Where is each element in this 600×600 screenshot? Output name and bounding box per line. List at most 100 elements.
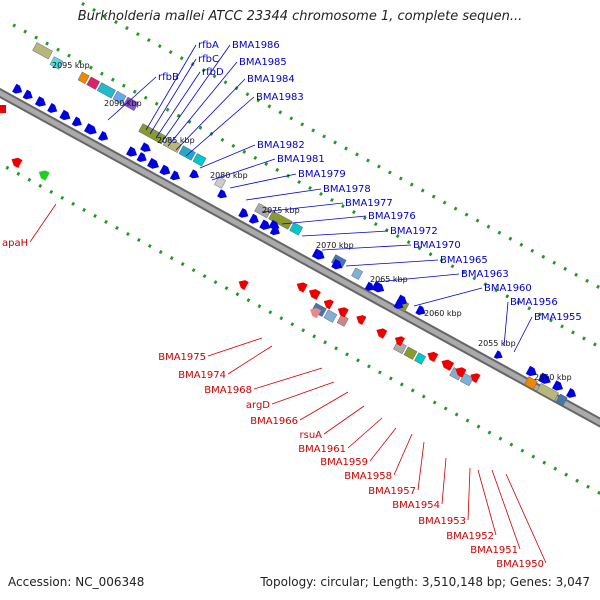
forward-gene-arrow (268, 219, 280, 230)
tick-mark (45, 41, 50, 46)
tick-mark (257, 304, 262, 309)
tick-mark (92, 8, 96, 13)
forward-gene-label: BMA1978 (323, 184, 371, 195)
kbp-tick-label: 2090 kbp (104, 99, 142, 108)
tick-mark (571, 330, 575, 335)
tick-mark (323, 340, 328, 345)
backbone (0, 87, 600, 428)
tick-mark (542, 460, 547, 465)
kbp-tick-label: 2095 kbp (52, 61, 90, 70)
reverse-gene-label: BMA1951 (470, 545, 518, 556)
reverse-gene-arrow (470, 373, 481, 384)
tick-mark (483, 282, 488, 287)
tick-mark (586, 484, 590, 489)
tick-mark (311, 128, 316, 133)
forward-label-leader (245, 188, 322, 201)
kbp-tick-label: 2075 kbp (262, 206, 300, 215)
topology-stats: Topology: circular; Length: 3,510,148 bp… (260, 575, 590, 589)
tick-mark (220, 137, 225, 142)
forward-label-leader (229, 173, 297, 189)
forward-gene-arrow (34, 96, 46, 107)
forward-gene-label: BMA1977 (345, 198, 393, 209)
reverse-gene-arrow (356, 315, 367, 325)
tick-mark (78, 59, 82, 64)
tick-mark (300, 122, 305, 127)
forward-label-leader (145, 44, 197, 131)
reverse-gene-arrow (441, 359, 455, 371)
tick-mark (56, 47, 60, 52)
reverse-gene-label: BMA1974 (178, 370, 226, 381)
forward-gene-arrow (311, 248, 325, 260)
kbp-tick-label: 2070 kbp (316, 241, 354, 250)
tick-mark (387, 170, 392, 175)
tick-mark (132, 89, 137, 94)
forward-gene-label: BMA1983 (256, 92, 304, 103)
tick-mark (121, 83, 126, 88)
tick-mark (450, 264, 455, 269)
tick-mark (420, 188, 425, 193)
tick-mark (267, 104, 272, 109)
reverse-label-leader (393, 433, 413, 476)
tick-mark (443, 406, 448, 411)
reverse-label-leader (441, 457, 447, 505)
forward-gene-arrow (371, 281, 385, 293)
reverse-gene-label: argD (246, 400, 270, 411)
tick-mark (213, 280, 218, 285)
forward-gene-arrow (169, 170, 180, 181)
forward-gene-label: rfbA (198, 40, 219, 51)
tick-mark (89, 65, 93, 70)
reverse-gene-labels: apaHBMA1975BMA1974BMA1968argDBMA1966rsuA… (2, 203, 547, 570)
tick-mark (27, 177, 32, 182)
tick-mark (453, 206, 458, 211)
tick-mark (333, 140, 338, 145)
forward-gene-arrow (393, 299, 404, 309)
tick-mark (417, 246, 422, 251)
reverse-gene-label: BMA1959 (320, 457, 368, 468)
forward-label-leader (413, 287, 483, 307)
kbp-tick-label: 2085 kbp (157, 136, 195, 145)
forward-gene-label: BMA1963 (461, 269, 509, 280)
tick-mark (585, 278, 589, 283)
reverse-gene-arrow (309, 289, 321, 300)
tick-mark (99, 71, 104, 76)
tick-mark (301, 328, 306, 333)
reverse-gene-arrow (337, 307, 349, 318)
tick-mark (125, 26, 129, 31)
feature-block (536, 383, 559, 402)
forward-label-leader (261, 202, 344, 213)
forward-gene-arrow (126, 146, 138, 157)
tick-mark (319, 191, 323, 197)
tick-mark (398, 176, 403, 181)
feature-block (323, 309, 338, 323)
reverse-label-leader (477, 469, 497, 536)
tick-mark (169, 256, 174, 261)
feature-block (524, 376, 538, 390)
forward-gene-arrow (84, 123, 97, 135)
tick-mark (212, 74, 217, 79)
tick-mark (476, 424, 481, 429)
tick-mark (81, 1, 86, 7)
forward-gene-arrow (552, 380, 563, 391)
reverse-gene-arrow (238, 280, 249, 290)
tick-mark (378, 370, 382, 375)
reverse-label-leader (323, 405, 365, 435)
reverse-gene-arrow (296, 282, 308, 293)
forward-gene-label: BMA1986 (232, 40, 280, 51)
forward-gene-label: rfbB (158, 72, 179, 83)
tick-mark (202, 274, 207, 279)
reverse-label-leader (299, 391, 349, 421)
tick-mark (439, 258, 444, 263)
forward-label-leader (185, 96, 255, 157)
tick-mark (520, 448, 525, 453)
forward-label-leader (175, 78, 246, 151)
tick-mark (158, 250, 163, 255)
feature-block (77, 71, 90, 85)
tick-rings (5, 0, 600, 495)
feature-block (32, 42, 53, 60)
reverse-label-leader (491, 469, 521, 550)
forward-gene-label: BMA1984 (247, 74, 295, 85)
tick-mark (596, 284, 600, 289)
tick-mark (38, 183, 43, 188)
forward-gene-label: BMA1981 (277, 154, 325, 165)
reverse-gene-label: apaH (2, 238, 28, 249)
